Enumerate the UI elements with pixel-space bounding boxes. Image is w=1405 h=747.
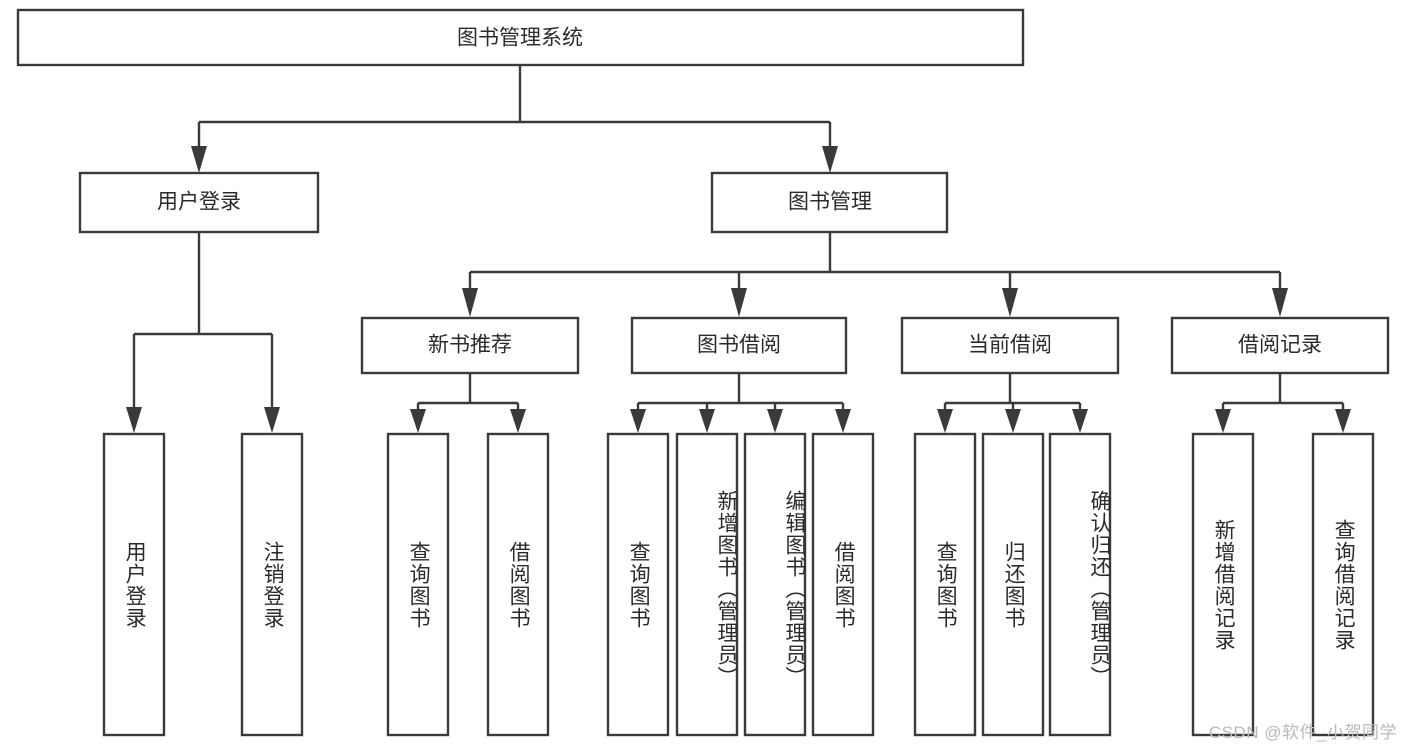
arrow-to-leaf-logout xyxy=(264,407,280,433)
arrow-to-leaf-add-book xyxy=(699,409,715,433)
node-leaf-return-book[interactable] xyxy=(981,432,1045,737)
node-leaf-query-book-3[interactable] xyxy=(913,432,977,737)
connector-borrow-record-trunk xyxy=(1221,373,1345,414)
arrow-to-user-login xyxy=(191,146,207,173)
node-leaf-add-record[interactable] xyxy=(1191,432,1255,737)
watermark-text: CSDN @软件_小贺同学 xyxy=(1208,723,1397,742)
node-book-borrow-label: 图书借阅 xyxy=(697,334,781,357)
node-borrow-record-label: 借阅记录 xyxy=(1238,334,1322,357)
arrow-to-borrow-record xyxy=(1272,288,1288,317)
arrow-to-book-borrow xyxy=(731,288,747,317)
connector-root-trunk xyxy=(197,65,832,157)
arrow-to-leaf-confirm-return xyxy=(1072,409,1088,433)
connector-new-book-recommend-trunk xyxy=(416,373,520,414)
arrow-to-leaf-return-book xyxy=(1005,409,1021,433)
arrow-to-leaf-borrow-book-1 xyxy=(510,409,526,433)
node-leaf-logout[interactable] xyxy=(240,432,304,737)
arrow-to-leaf-query-book-3 xyxy=(937,409,953,433)
node-leaf-query-book-2[interactable] xyxy=(606,432,670,737)
arrow-to-leaf-add-record xyxy=(1215,409,1231,433)
node-leaf-edit-book[interactable] xyxy=(743,432,807,737)
node-leaf-add-book[interactable] xyxy=(675,432,739,737)
arrow-to-current-borrow xyxy=(1002,288,1018,317)
connector-user-login-trunk xyxy=(132,232,274,418)
arrow-to-leaf-user-login xyxy=(126,407,142,433)
arrow-to-leaf-borrow-book-2 xyxy=(835,409,851,433)
node-user-login-label: 用户登录 xyxy=(157,191,241,214)
node-leaf-borrow-book-1[interactable] xyxy=(486,432,550,737)
node-book-manage-label: 图书管理 xyxy=(788,191,872,214)
node-leaf-confirm-return[interactable] xyxy=(1048,432,1112,737)
arrow-to-leaf-query-record xyxy=(1335,409,1351,433)
node-layer: 图书管理系统 用户登录 图书管理 新书推荐 图书借阅 当前借阅 借阅记录 xyxy=(16,8,1390,737)
node-book-manage[interactable] xyxy=(710,171,949,234)
node-new-book-recommend[interactable] xyxy=(360,316,580,375)
arrow-to-new-book-recommend xyxy=(462,288,478,317)
arrow-to-leaf-query-book-1 xyxy=(410,409,426,433)
connector-book-manage-trunk xyxy=(468,232,1282,288)
node-leaf-query-record[interactable] xyxy=(1311,432,1375,737)
node-root-system[interactable] xyxy=(16,8,1025,67)
arrow-to-leaf-edit-book xyxy=(767,409,783,433)
node-borrow-record[interactable] xyxy=(1170,316,1390,375)
node-new-book-recommend-label: 新书推荐 xyxy=(428,334,512,357)
node-user-login[interactable] xyxy=(78,171,320,234)
node-current-borrow-label: 当前借阅 xyxy=(968,334,1052,357)
arrow-to-book-manage xyxy=(822,146,838,173)
node-current-borrow[interactable] xyxy=(900,316,1120,375)
connector-layer xyxy=(126,65,1351,433)
connector-book-borrow-trunk xyxy=(636,373,845,414)
connector-current-borrow-trunk xyxy=(943,373,1082,414)
node-leaf-borrow-book-2[interactable] xyxy=(811,432,875,737)
node-leaf-query-book-1[interactable] xyxy=(386,432,450,737)
node-book-borrow[interactable] xyxy=(630,316,848,375)
node-root-system-label: 图书管理系统 xyxy=(457,27,583,50)
arrow-to-leaf-query-book-2 xyxy=(630,409,646,433)
node-leaf-user-login[interactable] xyxy=(102,432,166,737)
